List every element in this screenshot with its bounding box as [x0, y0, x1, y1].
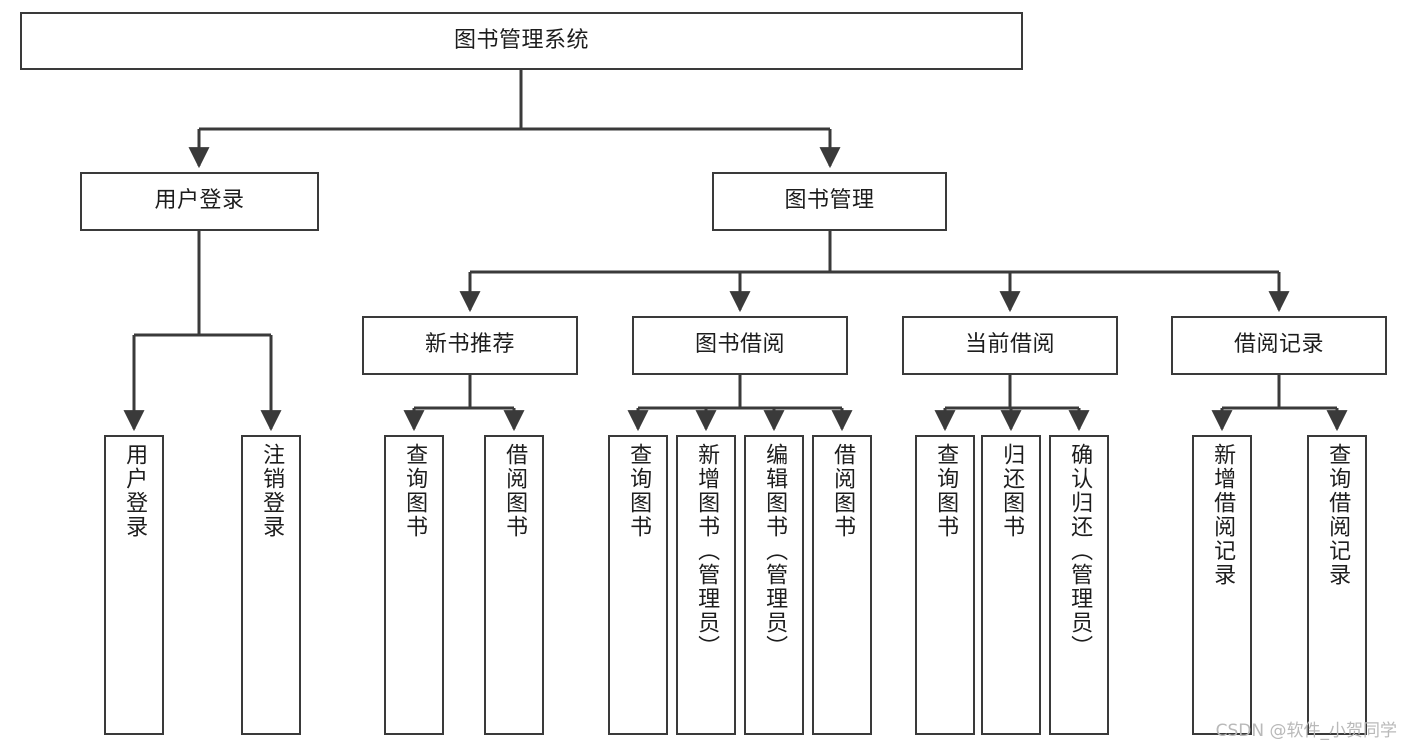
- node-borrow-record-label: 借阅记录: [1233, 332, 1324, 358]
- leaf-add-book[interactable]: 新增图书（管理员）: [676, 435, 736, 735]
- leaf-logout-label: 注销登录: [259, 443, 285, 539]
- node-book-management-label: 图书管理: [784, 188, 875, 214]
- leaf-add-record[interactable]: 新增借阅记录: [1192, 435, 1252, 735]
- leaf-add-book-label: 新增图书（管理员）: [694, 443, 720, 659]
- leaf-confirm-return[interactable]: 确认归还（管理员）: [1049, 435, 1109, 735]
- node-book-borrow-label: 图书借阅: [694, 332, 785, 358]
- node-borrow-record[interactable]: 借阅记录: [1171, 316, 1387, 375]
- leaf-query-book-1-label: 查询图书: [402, 443, 428, 539]
- leaf-confirm-return-label: 确认归还（管理员）: [1067, 443, 1093, 659]
- leaf-query-book-2[interactable]: 查询图书: [608, 435, 668, 735]
- watermark-text: CSDN @软件_小贺同学: [1215, 721, 1397, 741]
- node-current-borrow[interactable]: 当前借阅: [902, 316, 1118, 375]
- leaf-return-book-label: 归还图书: [999, 443, 1025, 539]
- leaf-user-login-label: 用户登录: [122, 443, 148, 539]
- leaf-query-book-2-label: 查询图书: [626, 443, 652, 539]
- leaf-edit-book-label: 编辑图书（管理员）: [762, 443, 788, 659]
- leaf-user-login[interactable]: 用户登录: [104, 435, 164, 735]
- leaf-query-book-3[interactable]: 查询图书: [915, 435, 975, 735]
- node-root[interactable]: 图书管理系统: [20, 12, 1023, 70]
- node-new-book-recommend[interactable]: 新书推荐: [362, 316, 578, 375]
- leaf-borrow-book-1-label: 借阅图书: [502, 443, 528, 539]
- leaf-query-record-label: 查询借阅记录: [1325, 443, 1351, 587]
- node-user-login[interactable]: 用户登录: [80, 172, 319, 231]
- node-book-management[interactable]: 图书管理: [712, 172, 947, 231]
- leaf-logout[interactable]: 注销登录: [241, 435, 301, 735]
- leaf-borrow-book-1[interactable]: 借阅图书: [484, 435, 544, 735]
- leaf-query-record[interactable]: 查询借阅记录: [1307, 435, 1367, 735]
- node-user-login-label: 用户登录: [154, 188, 245, 214]
- leaf-borrow-book-2-label: 借阅图书: [830, 443, 856, 539]
- leaf-return-book[interactable]: 归还图书: [981, 435, 1041, 735]
- leaf-query-book-1[interactable]: 查询图书: [384, 435, 444, 735]
- leaf-borrow-book-2[interactable]: 借阅图书: [812, 435, 872, 735]
- leaf-query-book-3-label: 查询图书: [933, 443, 959, 539]
- leaf-edit-book[interactable]: 编辑图书（管理员）: [744, 435, 804, 735]
- node-book-borrow[interactable]: 图书借阅: [632, 316, 848, 375]
- node-root-label: 图书管理系统: [453, 27, 589, 53]
- node-current-borrow-label: 当前借阅: [964, 332, 1055, 358]
- node-new-book-recommend-label: 新书推荐: [424, 332, 515, 358]
- leaf-add-record-label: 新增借阅记录: [1210, 443, 1236, 587]
